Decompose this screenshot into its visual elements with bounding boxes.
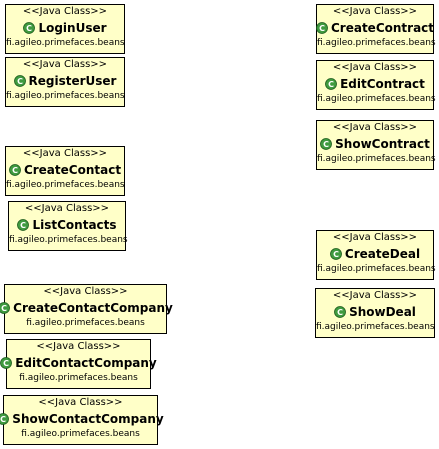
package-label: fi.agileo.primefaces.beans <box>6 180 125 190</box>
class-box-login-user[interactable]: <<Java Class>> C LoginUser fi.agileo.pri… <box>5 4 127 56</box>
class-name: EditContract <box>340 77 425 91</box>
class-icon: C <box>0 302 11 314</box>
package-label: fi.agileo.primefaces.beans <box>21 429 140 439</box>
class-icon: C <box>0 357 13 369</box>
svg-text:C: C <box>333 250 339 259</box>
svg-text:C: C <box>12 166 18 175</box>
class-name: LoginUser <box>38 21 107 35</box>
class-box-show-deal[interactable]: <<Java Class>> C ShowDeal fi.agileo.prim… <box>315 288 437 340</box>
stereotype-label: <<Java Class>> <box>22 59 108 70</box>
package-label: fi.agileo.primefaces.beans <box>317 94 436 104</box>
stereotype-label: <<Java Class>> <box>332 6 418 17</box>
stereotype-label: <<Java Class>> <box>43 286 128 297</box>
class-title-row: C ShowDeal <box>316 303 434 321</box>
class-title-row: C RegisterUser <box>6 72 124 90</box>
class-title-row: C ShowContract <box>317 135 433 153</box>
class-icon: C <box>0 413 10 425</box>
package-label: fi.agileo.primefaces.beans <box>317 264 436 274</box>
class-name: EditContactCompany <box>15 356 157 370</box>
class-icon: C <box>325 78 337 90</box>
svg-text:C: C <box>0 415 6 424</box>
class-icon: C <box>320 138 333 150</box>
package-label: fi.agileo.primefaces.beans <box>316 322 435 332</box>
svg-text:C: C <box>1 304 7 313</box>
class-icon: C <box>316 22 328 34</box>
package-label: fi.agileo.primefaces.beans <box>6 38 125 48</box>
class-box-show-contract[interactable]: <<Java Class>> C ShowContract fi.agileo.… <box>316 120 436 172</box>
stereotype-label: <<Java Class>> <box>22 148 108 159</box>
stereotype-label: <<Java Class>> <box>332 290 418 301</box>
class-box-edit-contact-company[interactable]: <<Java Class>> C EditContactCompany fi.a… <box>0 339 157 391</box>
stereotype-label: <<Java Class>> <box>332 62 418 73</box>
svg-text:C: C <box>323 140 329 149</box>
svg-text:C: C <box>319 24 325 33</box>
class-box-create-contract[interactable]: <<Java Class>> C CreateContract fi.agile… <box>316 4 436 56</box>
class-title-row: C EditContactCompany <box>0 354 157 372</box>
class-name: CreateDeal <box>344 247 421 261</box>
class-box-edit-contract[interactable]: <<Java Class>> C EditContract fi.agileo.… <box>316 60 436 112</box>
class-icon: C <box>9 164 21 176</box>
class-box-register-user[interactable]: <<Java Class>> C RegisterUser fi.agileo.… <box>5 57 127 109</box>
stereotype-label: <<Java Class>> <box>22 6 108 17</box>
stereotype-label: <<Java Class>> <box>36 341 121 352</box>
class-title-row: C ShowContactCompany <box>0 410 164 428</box>
class-name: ShowContract <box>335 137 430 151</box>
class-box-show-contact-company[interactable]: <<Java Class>> C ShowContactCompany fi.a… <box>0 395 164 447</box>
class-box-create-contact-company[interactable]: <<Java Class>> C CreateContactCompany fi… <box>0 284 173 336</box>
svg-text:C: C <box>27 24 33 33</box>
package-label: fi.agileo.primefaces.beans <box>6 91 125 101</box>
package-label: fi.agileo.primefaces.beans <box>19 373 138 383</box>
class-name: CreateContract <box>330 21 435 35</box>
class-title-row: C CreateDeal <box>317 245 433 263</box>
class-title-row: C LoginUser <box>6 19 124 37</box>
class-icon: C <box>23 22 36 34</box>
class-name: CreateContactCompany <box>13 301 173 315</box>
stereotype-label: <<Java Class>> <box>38 397 123 408</box>
class-title-row: C ListContacts <box>9 216 125 234</box>
class-title-row: C EditContract <box>317 75 433 93</box>
svg-text:C: C <box>337 308 343 317</box>
package-label: fi.agileo.primefaces.beans <box>9 235 128 245</box>
class-name: ShowDeal <box>349 305 416 319</box>
stereotype-label: <<Java Class>> <box>24 203 110 214</box>
class-name: ListContacts <box>32 218 117 232</box>
svg-text:C: C <box>328 80 334 89</box>
stereotype-label: <<Java Class>> <box>332 122 418 133</box>
class-icon: C <box>13 75 26 87</box>
class-name: ShowContactCompany <box>12 412 164 426</box>
svg-text:C: C <box>3 359 9 368</box>
class-title-row: C CreateContract <box>316 19 435 37</box>
package-label: fi.agileo.primefaces.beans <box>317 38 436 48</box>
package-label: fi.agileo.primefaces.beans <box>26 318 145 328</box>
class-icon: C <box>334 306 346 318</box>
class-title-row: C CreateContact <box>6 161 124 179</box>
svg-text:C: C <box>17 77 23 86</box>
class-box-create-deal[interactable]: <<Java Class>> C CreateDeal fi.agileo.pr… <box>316 230 436 282</box>
class-name: RegisterUser <box>28 74 117 88</box>
class-title-row: C CreateContactCompany <box>0 299 173 317</box>
class-name: CreateContact <box>23 163 122 177</box>
class-box-list-contacts[interactable]: <<Java Class>> C ListContacts fi.agileo.… <box>8 201 128 253</box>
class-icon: C <box>330 248 342 260</box>
class-icon: C <box>17 219 30 231</box>
package-label: fi.agileo.primefaces.beans <box>317 154 436 164</box>
svg-text:C: C <box>21 221 27 230</box>
stereotype-label: <<Java Class>> <box>332 232 418 243</box>
class-box-create-contact[interactable]: <<Java Class>> C CreateContact fi.agileo… <box>5 146 127 198</box>
